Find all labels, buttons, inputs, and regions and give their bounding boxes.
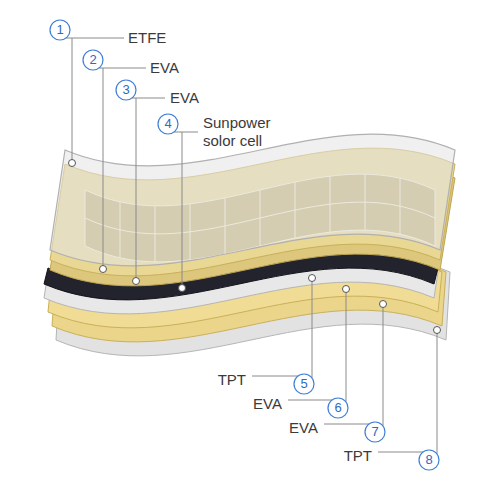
leader-line bbox=[252, 282, 312, 379]
leader-dots bbox=[69, 160, 441, 334]
callout-number: 2 bbox=[89, 52, 96, 68]
leader-dot bbox=[309, 275, 316, 282]
leader-line bbox=[174, 132, 198, 285]
part-name: EVA bbox=[289, 419, 318, 437]
leader-dot bbox=[100, 266, 107, 273]
callout-number: 3 bbox=[122, 82, 129, 98]
part-name: EVA bbox=[150, 59, 179, 77]
leader-line bbox=[324, 308, 383, 427]
callout-number: 6 bbox=[334, 400, 341, 416]
etfe-sheet bbox=[50, 134, 455, 266]
leader-dot bbox=[133, 278, 140, 285]
leader-line bbox=[66, 38, 124, 160]
callout-circle bbox=[116, 80, 136, 100]
callout-number: 8 bbox=[425, 452, 432, 468]
leader-line bbox=[378, 334, 437, 455]
leader-dot bbox=[380, 301, 387, 308]
callout-circle bbox=[83, 50, 103, 70]
callout-circle bbox=[294, 374, 314, 394]
part-name: ETFE bbox=[128, 29, 166, 47]
leader-dot bbox=[69, 160, 76, 167]
part-name: TPT bbox=[218, 371, 246, 389]
leader-dot bbox=[343, 286, 350, 293]
callout-circle bbox=[328, 398, 348, 418]
leader-lines bbox=[66, 38, 437, 454]
leader-dot bbox=[179, 285, 186, 292]
part-name: Sunpower solor cell bbox=[203, 114, 295, 150]
callout-circle bbox=[158, 114, 178, 134]
part-name: EVA bbox=[253, 395, 282, 413]
callout-number: 7 bbox=[371, 424, 378, 440]
leader-dot bbox=[434, 327, 441, 334]
callout-number: 1 bbox=[56, 22, 63, 38]
callout-circle bbox=[365, 422, 385, 442]
callout-number: 5 bbox=[300, 376, 307, 392]
part-name: TPT bbox=[344, 447, 372, 465]
part-name: EVA bbox=[170, 89, 199, 107]
callout-number: 4 bbox=[164, 116, 171, 132]
callout-circles bbox=[50, 20, 439, 470]
callout-circle bbox=[50, 20, 70, 40]
callout-circle bbox=[419, 450, 439, 470]
leader-line bbox=[288, 293, 346, 403]
